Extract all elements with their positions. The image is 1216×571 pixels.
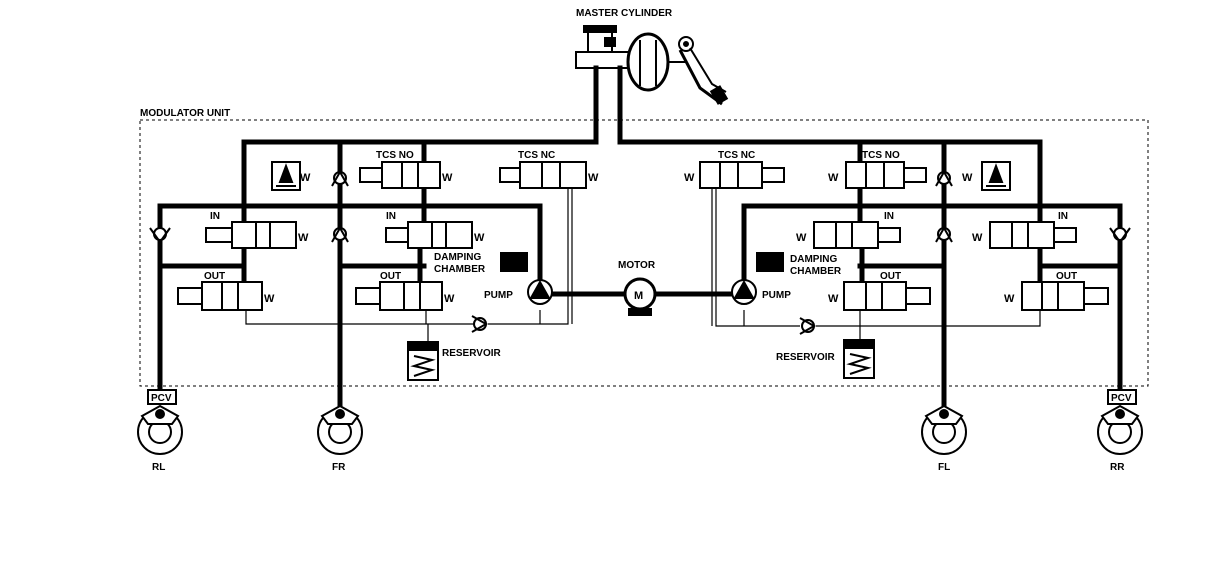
tcs-no-left-label: TCS NO [376,150,414,161]
pump-left [527,279,553,305]
master-cylinder [575,25,729,106]
spring-glyph: W [828,293,839,305]
wheel-fr [317,404,363,455]
reservoir-label-right: RESERVOIR [776,352,835,363]
valve-tcs-no-left [359,161,441,189]
valve-fr-in [385,221,473,249]
out-label-fr: OUT [380,271,401,282]
motor-symbol: M [634,290,643,302]
wheel-fl [921,404,967,455]
valve-springs: W W W W W W W W W W W W W W [264,172,1015,305]
check-valves [149,169,1131,335]
valve-tcs-nc-left [499,161,587,189]
damping-chamber-left [500,252,528,272]
spring-glyph: W [442,172,453,184]
damping-label-left-1: DAMPING [434,252,481,263]
modulator-unit-boundary [139,119,1149,387]
spring-glyph: W [1004,293,1015,305]
valve-rl-in [205,221,297,249]
brake-lines [157,65,1123,413]
out-label-rr: OUT [1056,271,1077,282]
motor-label: MOTOR [618,260,656,271]
damping-label-right-1: DAMPING [790,254,837,265]
valve-rl-out [177,281,263,311]
wheel-label-rr: RR [1110,462,1125,473]
solenoid-valves [177,161,1109,311]
out-label-rl: OUT [204,271,225,282]
reservoir-label-left: RESERVOIR [442,348,501,359]
damping-label-right-2: CHAMBER [790,266,842,277]
pcv-left [147,389,177,405]
spring-glyph: W [684,172,695,184]
in-label-rr: IN [1058,211,1068,222]
pump-label-right: PUMP [762,290,791,301]
spring-glyph: W [298,232,309,244]
motor [623,277,657,316]
relief-valve-left [271,161,301,191]
out-label-fl: OUT [880,271,901,282]
valve-fr-out [355,281,443,311]
reservoir-left [407,341,439,381]
spring-glyph: W [264,293,275,305]
valve-rr-out [1021,281,1109,311]
spring-glyph: W [828,172,839,184]
wheel-rr [1097,404,1143,455]
spring-glyph: W [444,293,455,305]
wheel-label-fl: FL [938,462,950,473]
spring-glyph: W [962,172,973,184]
in-label-rl: IN [210,211,220,222]
valve-fl-in [813,221,901,249]
relief-valve-right [981,161,1011,191]
valve-tcs-nc-right [699,161,785,189]
spring-glyph: W [796,232,807,244]
damping-chamber-right [756,252,784,272]
valve-fl-out [843,281,931,311]
tcs-nc-left-label: TCS NC [518,150,555,161]
spring-glyph: W [972,232,983,244]
in-label-fr: IN [386,211,396,222]
wheel-label-rl: RL [152,462,165,473]
spring-glyph: W [588,172,599,184]
pump-label-left: PUMP [484,290,513,301]
spring-glyph: W [474,232,485,244]
valve-rr-in [989,221,1077,249]
reservoir-right [843,339,875,379]
pcv-right [1107,389,1137,405]
damping-label-left-2: CHAMBER [434,264,486,275]
wheel-rl [137,404,183,455]
spring-glyph: W [300,172,311,184]
tcs-nc-right-label: TCS NC [718,150,755,161]
pcv-label-left: PCV [151,393,172,404]
pcv-label-right: PCV [1111,393,1132,404]
pump-right [731,279,757,305]
tcs-no-right-label: TCS NO [862,150,900,161]
wheel-label-fr: FR [332,462,346,473]
master-cylinder-label: MASTER CYLINDER [576,8,673,19]
in-label-fl: IN [884,211,894,222]
modulator-unit-label: MODULATOR UNIT [140,108,230,119]
valve-tcs-no-right [845,161,927,189]
